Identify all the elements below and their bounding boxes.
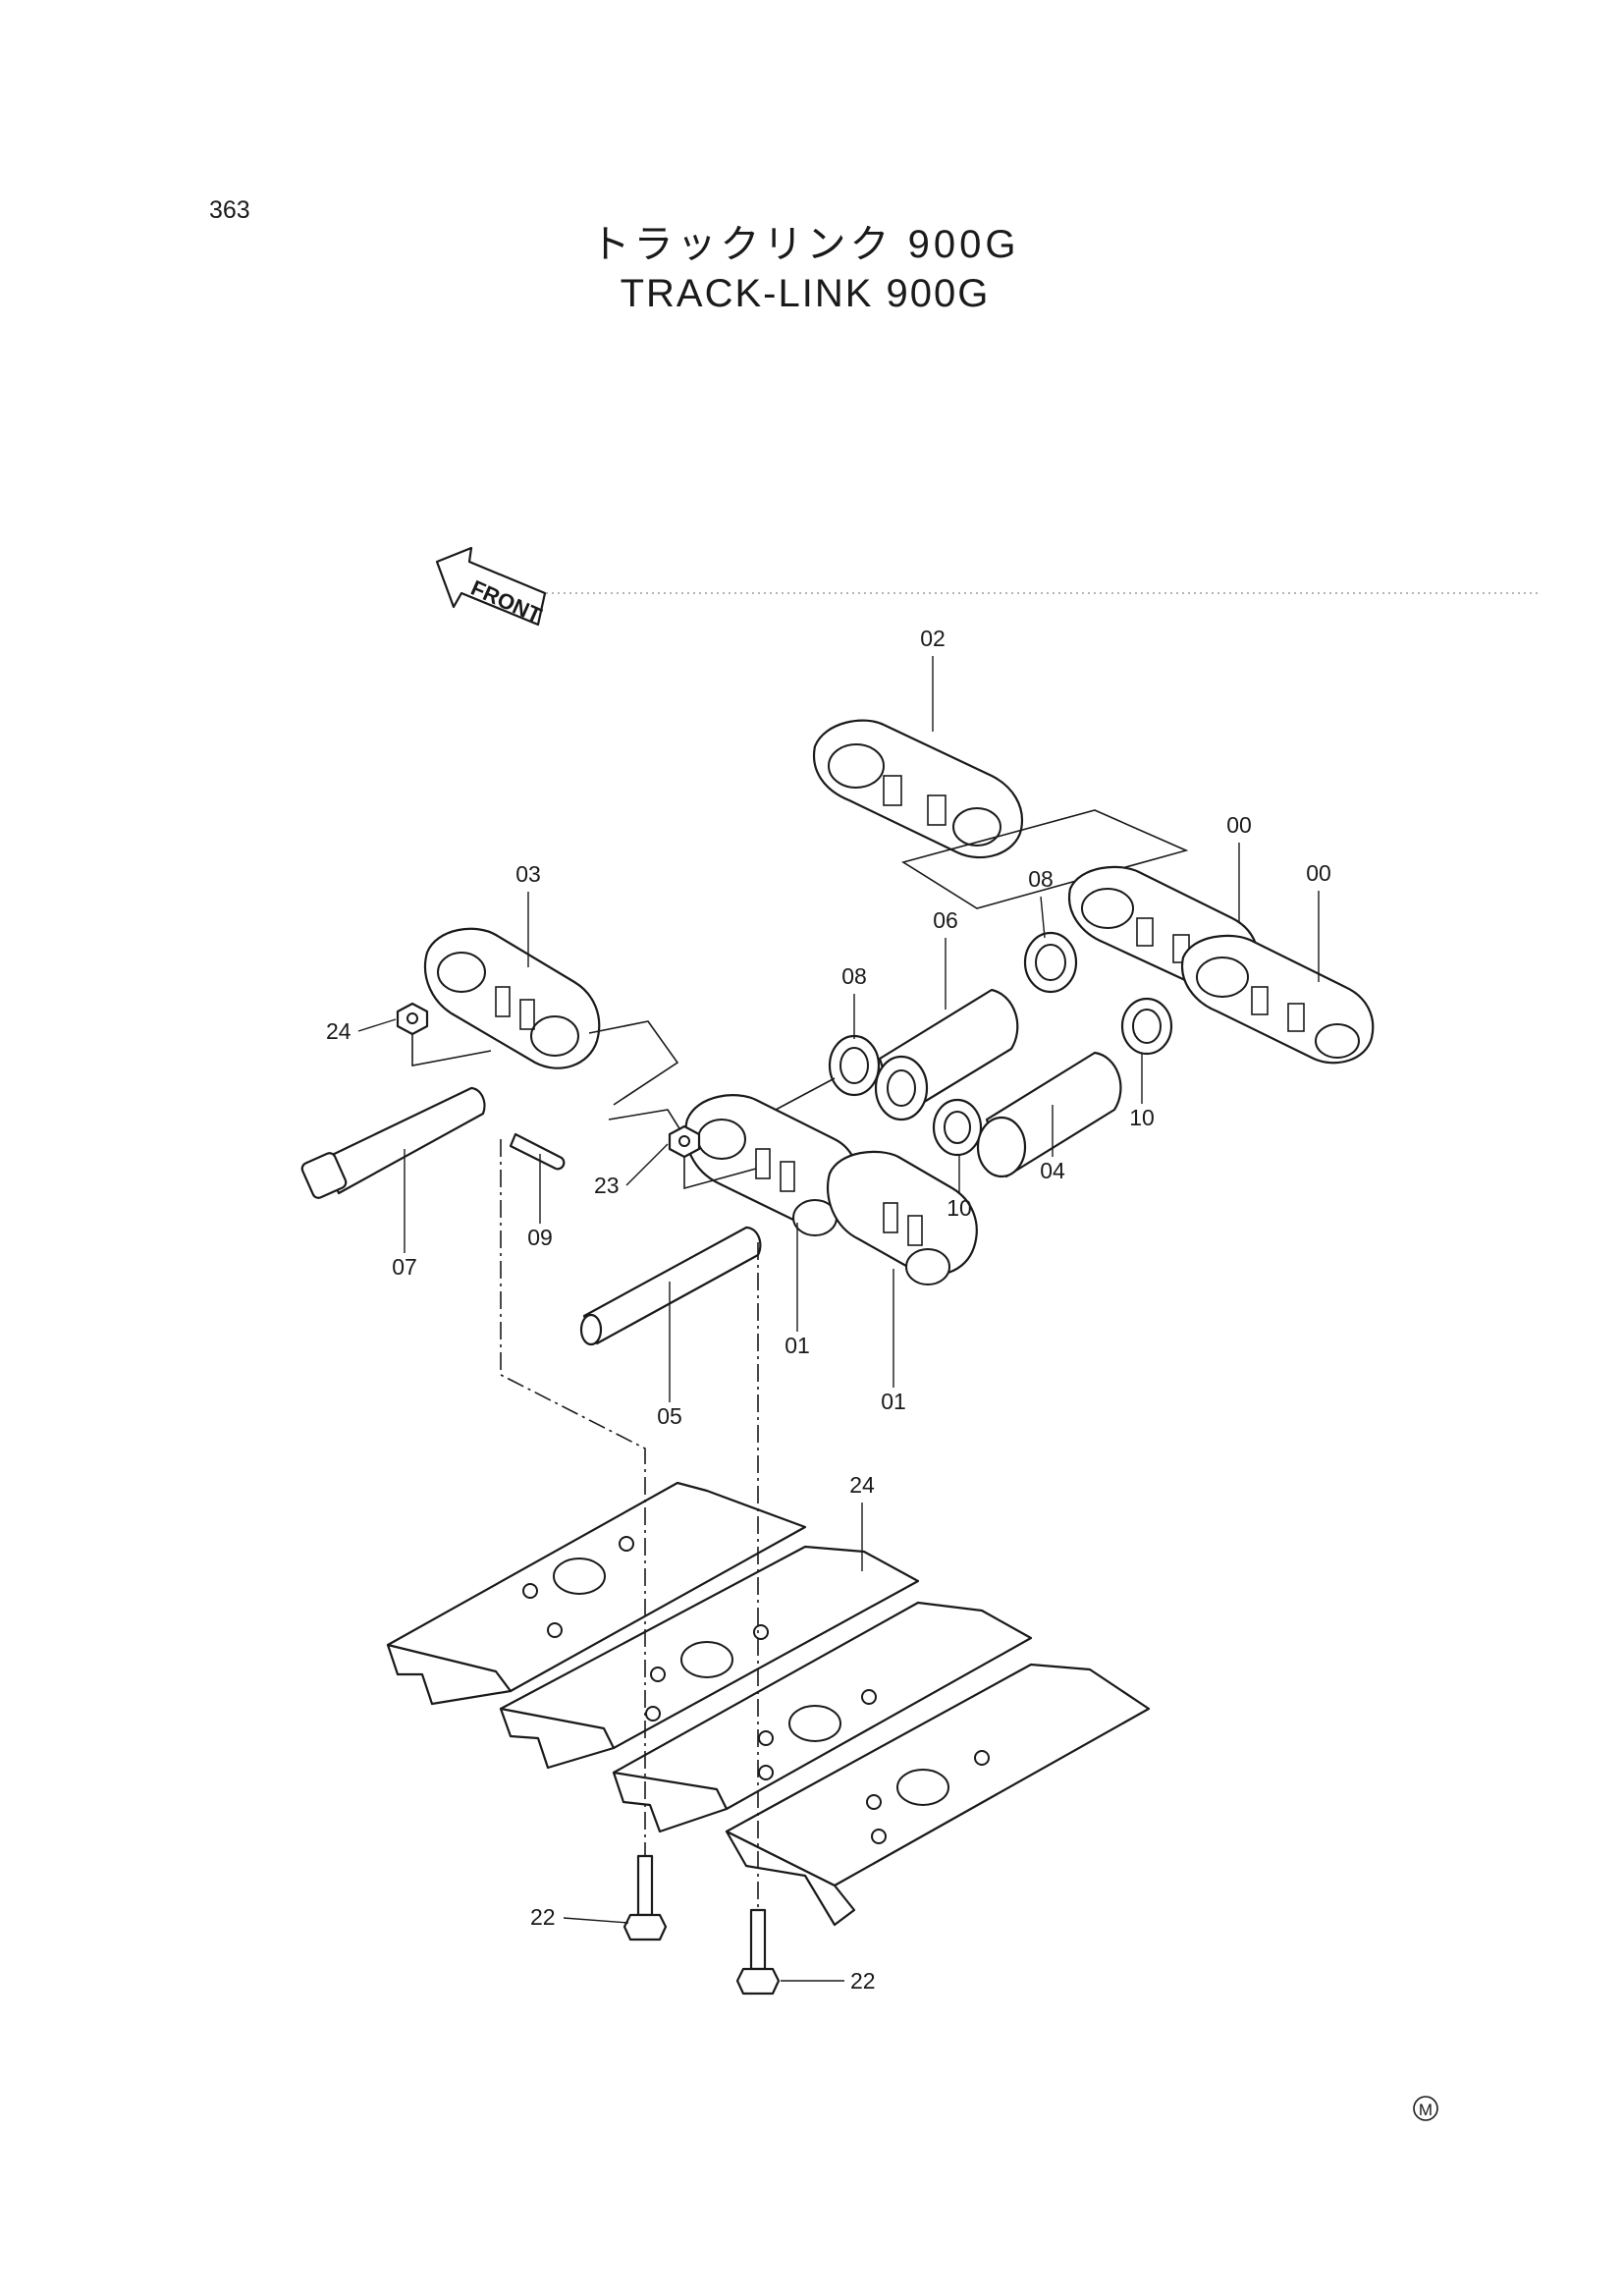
label-08-left: 08 [841, 963, 867, 989]
nut-23-leader [683, 1157, 757, 1190]
link-outline-02 [901, 809, 1189, 909]
master-link-03 [423, 927, 601, 1069]
master-link-outline [588, 1020, 679, 1106]
label-01-a: 01 [784, 1333, 810, 1358]
label-23-nut: 23 [594, 1173, 620, 1198]
shoe-bolt-22-right [735, 1908, 781, 1995]
track-link-01-b [826, 1150, 978, 1285]
title-japanese: トラックリンク 900G [591, 223, 1020, 266]
track-link-01-a [684, 1094, 860, 1236]
label-03: 03 [515, 861, 541, 887]
track-link-02 [812, 719, 1024, 859]
front-arrow-icon: FRONT [435, 546, 547, 629]
track-link-00-b [1180, 934, 1375, 1065]
label-05: 05 [657, 1403, 682, 1429]
assembly-line-left [500, 1139, 646, 1856]
label-24-shoe: 24 [849, 1472, 875, 1498]
label-10-right: 10 [1129, 1105, 1155, 1130]
assembly-line-1 [775, 1077, 836, 1111]
nut-24-icon [396, 1002, 429, 1036]
label-07: 07 [392, 1254, 417, 1280]
label-06: 06 [933, 907, 958, 933]
nut-24-leader [411, 1034, 492, 1066]
bushing-06 [874, 988, 1019, 1121]
corner-mark-letter: M [1419, 2101, 1433, 2119]
page-number: 363 [209, 196, 250, 224]
pin-04 [976, 1051, 1122, 1178]
label-08-right: 08 [1028, 866, 1054, 892]
label-04: 04 [1040, 1158, 1065, 1183]
master-pin-07 [300, 1086, 486, 1199]
circled-m-mark: M [1413, 2096, 1438, 2121]
seal-10-left [932, 1098, 983, 1157]
label-01-b: 01 [881, 1389, 906, 1414]
label-22-right: 22 [850, 1968, 876, 1994]
shoe-bolt-22-left [622, 1854, 668, 1941]
nut-23-icon [668, 1124, 701, 1159]
pin-05 [579, 1226, 762, 1346]
track-shoe-24 [386, 1481, 1151, 1927]
title-english: TRACK-LINK 900G [621, 272, 991, 315]
seal-10-right [1120, 997, 1173, 1056]
label-00-b: 00 [1306, 860, 1331, 886]
label-02: 02 [920, 626, 946, 651]
label-09: 09 [527, 1225, 553, 1250]
label-10-left: 10 [947, 1195, 972, 1221]
label-22-left: 22 [530, 1904, 556, 1930]
label-00-a: 00 [1226, 812, 1252, 838]
seal-08-left [828, 1034, 881, 1097]
spring-pin-09 [509, 1132, 566, 1171]
seal-08-right [1023, 931, 1078, 994]
label-24-nut: 24 [326, 1018, 352, 1044]
